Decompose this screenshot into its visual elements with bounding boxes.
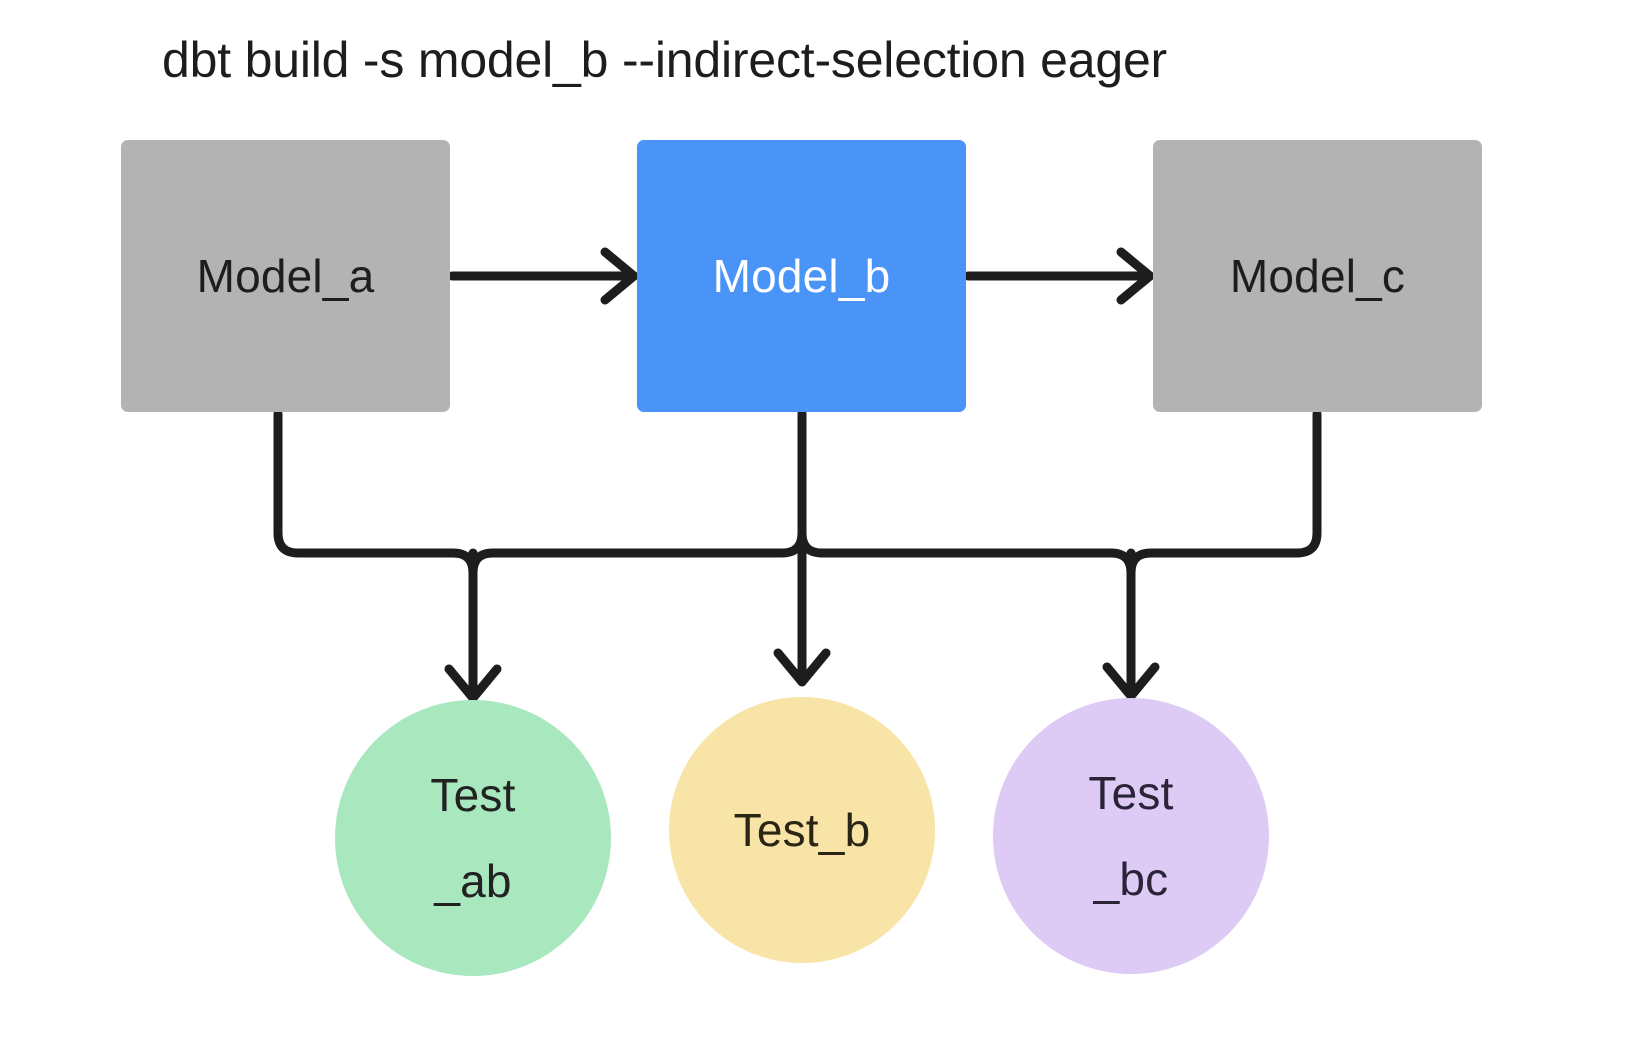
edge-model-b-to-test-bc [797,409,1136,578]
node-test-bc-label-line2: _bc [1093,853,1169,905]
node-test-b[interactable]: Test_b [669,697,935,963]
node-test-bc[interactable]: Test _bc [993,698,1269,974]
edge-model-a-to-model-b [447,247,639,305]
node-test-b-label: Test_b [734,787,871,873]
node-model-c[interactable]: Model_c [1153,140,1482,412]
node-test-ab-label-line1: Test [430,769,516,821]
arrowhead-test-bc [1102,548,1160,701]
node-test-bc-label-line1: Test [1088,767,1174,819]
node-test-ab[interactable]: Test _ab [335,700,611,976]
edge-model-b-to-model-c [963,247,1155,305]
node-test-b-label-line1: Test_b [733,804,871,856]
edge-model-b-to-test-b [773,409,831,687]
node-test-bc-label: Test _bc [1088,750,1173,922]
edge-model-c-to-test-bc [1126,409,1322,578]
node-model-a-label: Model_a [196,250,375,302]
edge-model-a-to-test-ab [273,409,478,578]
node-test-ab-label: Test _ab [430,752,515,924]
node-model-a[interactable]: Model_a [121,140,450,412]
arrowhead-test-ab [444,548,502,703]
node-model-c-label: Model_c [1229,250,1406,302]
edge-model-b-to-test-ab [468,409,807,578]
node-test-ab-label-line2: _ab [434,855,512,907]
node-model-b-label: Model_b [712,250,891,302]
diagram-title: dbt build -s model_b --indirect-selectio… [162,32,1168,88]
node-model-b[interactable]: Model_b [637,140,966,412]
